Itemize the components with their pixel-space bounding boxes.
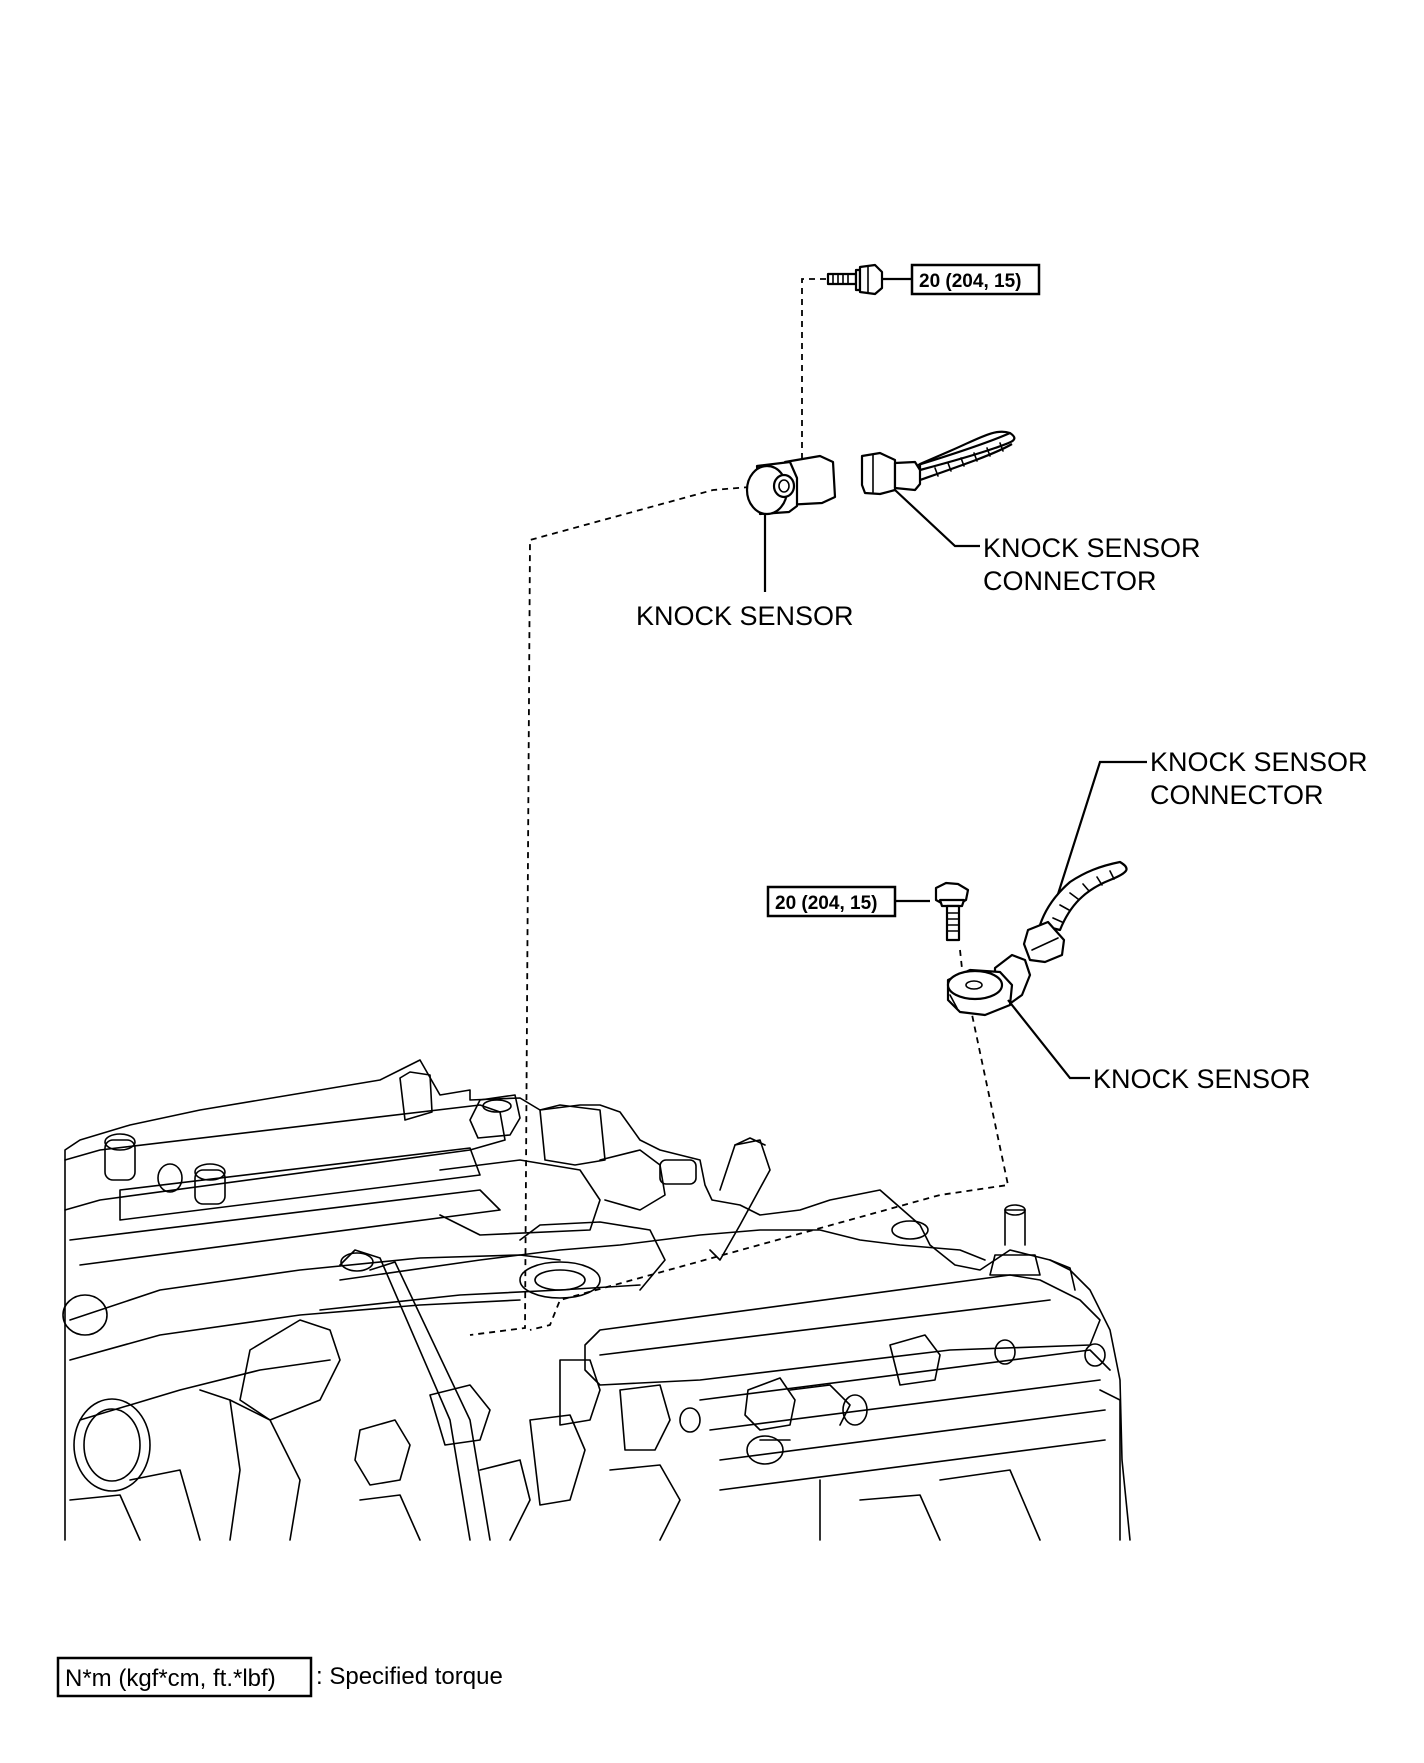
lower-knock-sensor-connector: [1022, 860, 1128, 964]
torque-legend: N*m (kgf*cm, ft.*lbf) : Specified torque: [56, 1656, 503, 1698]
upper-torque-value: 20 (204, 15): [919, 271, 1021, 292]
lower-sensor-leader: [1007, 999, 1090, 1080]
upper-connector-label-line1: KNOCK SENSOR: [983, 533, 1201, 563]
upper-connector-label-line2: CONNECTOR: [983, 566, 1157, 596]
lower-connector-label-line2: CONNECTOR: [1150, 780, 1324, 810]
upper-knock-sensor: [745, 454, 837, 516]
lower-knock-sensor: [946, 953, 1032, 1017]
legend-description: : Specified torque: [316, 1663, 503, 1690]
lower-sensor-label: KNOCK SENSOR: [1093, 1064, 1311, 1094]
lower-torque-spec: 20 (204, 15): [766, 885, 897, 918]
upper-sensor-label: KNOCK SENSOR: [636, 601, 854, 631]
upper-bolt: [826, 263, 884, 296]
upper-connector-leader: [894, 489, 980, 548]
lower-bolt: [934, 881, 970, 942]
installation-guide-lines: [469, 278, 1010, 1336]
lower-connector-leader: [1043, 760, 1147, 936]
upper-knock-sensor-connector: [860, 430, 1016, 496]
engine-assembly: [62, 1059, 1131, 1541]
lower-connector-label-line1: KNOCK SENSOR: [1150, 747, 1368, 777]
legend-key: N*m (kgf*cm, ft.*lbf): [65, 1665, 276, 1692]
lower-torque-value: 20 (204, 15): [775, 893, 877, 914]
upper-torque-spec: 20 (204, 15): [910, 263, 1041, 296]
